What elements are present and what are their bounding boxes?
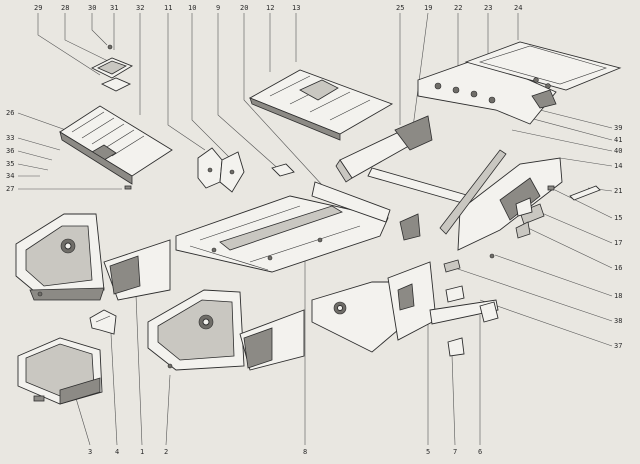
part-23-24-roof-panel (464, 41, 622, 109)
callout-numbers: 29 28 30 31 32 11 10 9 20 12 13 25 19 22… (6, 4, 622, 456)
callout-30: 30 (88, 4, 96, 12)
callout-13: 13 (292, 4, 300, 12)
callout-14: 14 (614, 162, 622, 170)
callout-9: 9 (216, 4, 220, 12)
part-25-19-crossmember (335, 115, 471, 205)
callout-26: 26 (6, 109, 14, 117)
part-12-13-firewall-panel (248, 69, 394, 141)
callout-41: 41 (614, 136, 622, 144)
part-4-bracket (89, 309, 117, 335)
callout-22: 22 (454, 4, 462, 12)
part-front-assembly-upper (15, 213, 171, 301)
callout-35: 35 (6, 160, 14, 168)
callout-31: 31 (110, 4, 118, 12)
callout-8: 8 (303, 448, 307, 456)
callout-33: 33 (6, 134, 14, 142)
callout-16: 16 (614, 264, 622, 272)
callout-21: 21 (614, 187, 622, 195)
callout-27: 27 (6, 185, 14, 193)
callout-19: 19 (424, 4, 432, 12)
callout-12: 12 (266, 4, 274, 12)
callout-6: 6 (478, 448, 482, 456)
callout-32: 32 (136, 4, 144, 12)
callout-10: 10 (188, 4, 196, 12)
callout-34: 34 (6, 172, 14, 180)
callout-24: 24 (514, 4, 522, 12)
part-2-front-assembly-lower (147, 289, 305, 371)
callout-15: 15 (614, 214, 622, 222)
callout-28: 28 (61, 4, 69, 12)
callout-17: 17 (614, 239, 622, 247)
part-3-front-panel (17, 337, 103, 405)
part-26-rear-shelf (59, 105, 173, 190)
part-small-brackets (443, 197, 533, 357)
callout-39: 39 (614, 124, 622, 132)
callout-4: 4 (115, 448, 119, 456)
part-10-plate (271, 163, 295, 177)
callout-38: 38 (614, 317, 622, 325)
callout-37: 37 (614, 342, 622, 350)
callout-36: 36 (6, 147, 14, 155)
callout-5: 5 (426, 448, 430, 456)
callout-25: 25 (396, 4, 404, 12)
callout-11: 11 (164, 4, 172, 12)
callout-40: 40 (614, 147, 622, 155)
callout-7: 7 (453, 448, 457, 456)
part-5-rocker-panel (311, 261, 499, 353)
callout-20: 20 (240, 4, 248, 12)
callout-18: 18 (614, 292, 622, 300)
callout-23: 23 (484, 4, 492, 12)
callout-2: 2 (164, 448, 168, 456)
callout-1: 1 (140, 448, 144, 456)
part-14-side-member (439, 149, 563, 251)
part-28-window-frame (90, 44, 134, 92)
callout-29: 29 (34, 4, 42, 12)
part-21-strap (547, 185, 601, 201)
callout-3: 3 (88, 448, 92, 456)
part-11-bracket (197, 147, 245, 193)
part-8-floor-pan (175, 181, 421, 273)
